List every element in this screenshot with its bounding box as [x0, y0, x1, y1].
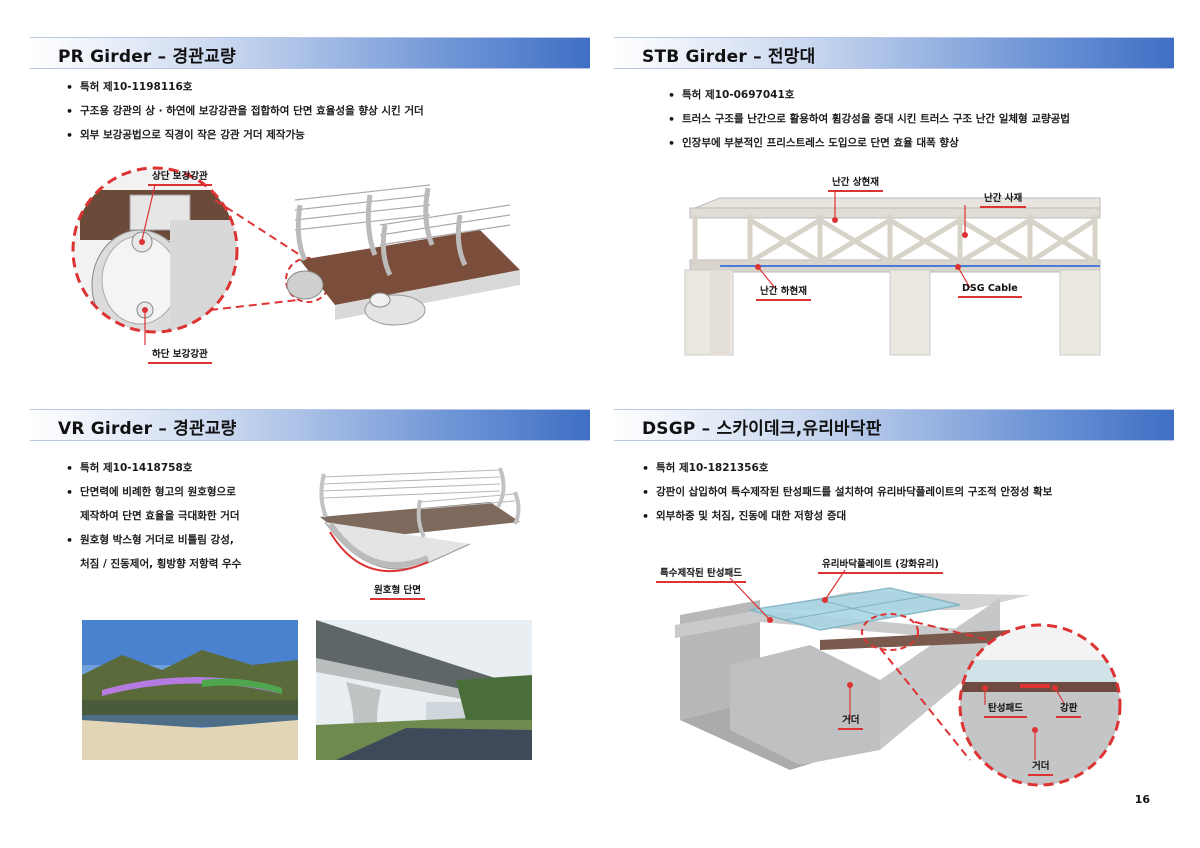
section-header-vr: VR Girder – 경관교량	[30, 409, 590, 441]
bullet-list-stb: 특허 제10-0697041호 트러스 구조를 난간으로 활용하여 휨강성을 증…	[666, 88, 1166, 160]
vr-girder-figure	[319, 467, 521, 573]
bullet-item-continued: 제작하여 단면 효율을 극대화한 거더	[80, 510, 240, 522]
section-header-dsgp: DSGP – 스카이데크,유리바닥판	[614, 409, 1174, 441]
section-header-pr: PR Girder – 경관교량	[30, 37, 590, 69]
callout-bottom-reinforcement: 하단 보강강관	[148, 346, 212, 364]
bullet-item: 특허 제10-1198116호	[64, 80, 584, 95]
bullet-item: 단면력에 비례한 형고의 원호형으로	[64, 485, 324, 500]
callout-dsg-cable: DSG Cable	[958, 283, 1022, 298]
bullet-list-dsgp: 특허 제10-1821356호 강판이 삽입하여 특수제작된 탄성패드를 설치하…	[640, 461, 1160, 533]
bullet-item: 구조용 강관의 상 · 하연에 보강강관을 접합하여 단면 효율성을 향상 시킨…	[64, 104, 584, 119]
callout-arc-section: 원호형 단면	[370, 582, 426, 600]
bullet-item: 특허 제10-1821356호	[640, 461, 1160, 476]
stb-girder-figure	[684, 190, 1101, 356]
callout-girder: 거더	[838, 712, 864, 730]
bullet-item-continued: 처짐 / 진동제어, 횡방향 저항력 우수	[80, 558, 242, 570]
bullet-item: 인장부에 부분적인 프리스트레스 도입으로 단면 효율 대폭 향상	[666, 136, 1166, 151]
section-title: PR Girder – 경관교량	[58, 47, 236, 67]
pr-girder-figure	[71, 166, 520, 345]
bullet-item: 외부하중 및 처짐, 진동에 대한 저항성 증대	[640, 509, 1160, 524]
callout-steel-plate: 강판	[1056, 700, 1082, 718]
callout-elastic-pad-detail: 탄성패드	[984, 700, 1027, 718]
bullet-list-pr: 특허 제10-1198116호 구조용 강관의 상 · 하연에 보강강관을 접합…	[64, 80, 584, 152]
callout-girder-detail: 거더	[1028, 758, 1054, 776]
callout-elastic-pad: 특수제작된 탄성패드	[656, 565, 746, 583]
section-title: VR Girder – 경관교량	[58, 419, 237, 439]
section-header-stb: STB Girder – 전망대	[614, 37, 1174, 69]
vr-bridge-photo-2	[316, 620, 532, 760]
section-title: DSGP – 스카이데크,유리바닥판	[642, 419, 882, 439]
dsgp-figure	[675, 570, 1122, 787]
callout-upper-chord: 난간 상현재	[828, 174, 884, 192]
callout-lower-chord: 난간 하현재	[756, 283, 812, 301]
bullet-item: 특허 제10-0697041호	[666, 88, 1166, 103]
bullet-item: 트러스 구조를 난간으로 활용하여 휨강성을 증대 시킨 트러스 구조 난간 일…	[666, 112, 1166, 127]
bullet-item: 특허 제10-1418758호	[64, 461, 324, 476]
vr-bridge-photo-1	[82, 620, 298, 760]
callout-diagonal: 난간 사재	[980, 190, 1027, 208]
bullet-item: 원호형 박스형 거더로 비틀림 강성,	[64, 533, 324, 548]
bullet-item: 강판이 삽입하여 특수제작된 탄성패드를 설치하여 유리바닥플레이트의 구조적 …	[640, 485, 1160, 500]
bullet-item: 외부 보강공법으로 직경이 작은 강관 거더 제작가능	[64, 128, 584, 143]
section-title: STB Girder – 전망대	[642, 47, 816, 67]
callout-top-reinforcement: 상단 보강강관	[148, 168, 212, 186]
callout-glass-plate: 유리바닥플레이트 (강화유리)	[818, 556, 943, 574]
page-number: 16	[1134, 793, 1150, 806]
bullet-list-vr: 특허 제10-1418758호 단면력에 비례한 형고의 원호형으로 제작하여 …	[64, 461, 324, 581]
